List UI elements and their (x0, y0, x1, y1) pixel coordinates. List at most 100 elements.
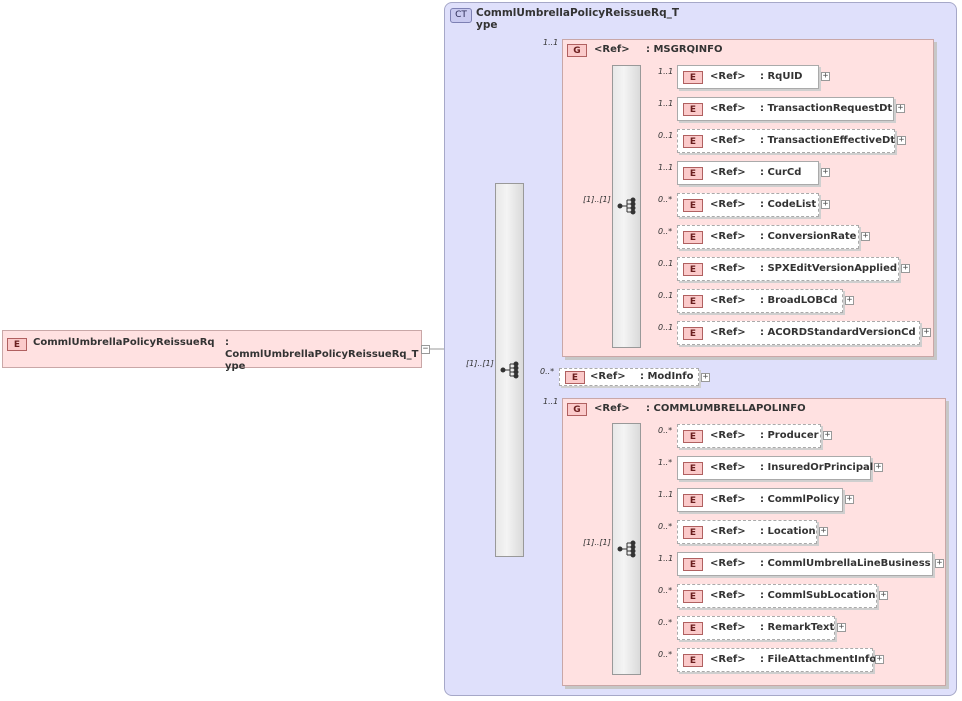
element-commlpolicy[interactable]: E <Ref> : CommlPolicy (677, 488, 843, 512)
element-broadlobcd[interactable]: E <Ref> : BroadLOBCd (677, 289, 843, 313)
complex-type-title: CommlUmbrellaPolicyReissueRq_T ype (476, 7, 680, 31)
element-badge: E (7, 338, 27, 351)
sequence-icon (617, 540, 636, 558)
element-curcd[interactable]: E <Ref> : CurCd (677, 161, 819, 185)
element-name: : SPXEditVersionApplied (760, 263, 898, 274)
element-badge: E (683, 71, 703, 84)
element-name: : TransactionEffectiveDt (760, 135, 896, 146)
element-name: : CommlPolicy (760, 494, 840, 505)
root-element-type: : CommlUmbrellaPolicyReissueRq_T ype (225, 337, 419, 372)
element-modinfo[interactable]: E <Ref> : ModInfo (559, 368, 699, 386)
element-ref: <Ref> (710, 263, 746, 274)
expand-icon[interactable]: + (922, 327, 931, 337)
element-ref: <Ref> (710, 135, 746, 146)
element-badge: E (683, 430, 703, 443)
element-cardinality: 1..* (658, 458, 673, 467)
expand-icon[interactable]: + (837, 622, 846, 632)
element-cardinality: 1..1 (658, 490, 674, 499)
element-badge: E (683, 167, 703, 180)
element-name: : RqUID (760, 71, 803, 82)
expand-icon[interactable]: + (861, 231, 870, 241)
element-ref: <Ref> (710, 231, 746, 242)
group-badge: G (567, 44, 587, 57)
expand-icon[interactable]: + (875, 654, 884, 664)
element-cardinality: 0..* (658, 227, 673, 236)
element-name: : BroadLOBCd (760, 295, 838, 306)
expand-icon[interactable]: + (845, 494, 854, 504)
element-name: : RemarkText (760, 622, 835, 633)
expand-icon[interactable]: + (701, 372, 710, 382)
element-cardinality: 0..* (658, 618, 673, 627)
element-name: : CodeList (760, 199, 817, 210)
element-rquid[interactable]: E <Ref> : RqUID (677, 65, 819, 89)
element-ref: <Ref> (710, 622, 746, 633)
element-cardinality: 0..* (658, 586, 673, 595)
modinfo-cardinality: 0..* (540, 367, 555, 376)
element-badge: E (683, 263, 703, 276)
element-name: : Producer (760, 430, 819, 441)
element-producer[interactable]: E <Ref> : Producer (677, 424, 821, 448)
group-sequence-cardinality: [1]..[1] (583, 538, 611, 547)
element-ref: <Ref> (710, 494, 746, 505)
element-remarktext[interactable]: E <Ref> : RemarkText (677, 616, 835, 640)
group-name: : COMMLUMBRELLAPOLINFO (646, 403, 806, 414)
element-ref: <Ref> (710, 327, 746, 338)
element-commlumbrellalinebusiness[interactable]: E <Ref> : CommlUmbrellaLineBusiness (677, 552, 933, 576)
element-insuredorprincipal[interactable]: E <Ref> : InsuredOrPrincipal (677, 456, 873, 480)
collapse-icon[interactable]: − (421, 344, 430, 354)
expand-icon[interactable]: + (874, 462, 883, 472)
element-name: : ACORDStandardVersionCd (760, 327, 916, 338)
element-fileattachmentinfo[interactable]: E <Ref> : FileAttachmentInfo (677, 648, 876, 672)
element-name: : CommlSubLocation (760, 590, 876, 601)
sequence-icon (500, 361, 519, 379)
element-ref: <Ref> (710, 654, 746, 665)
complex-type-badge: CT (450, 8, 472, 23)
element-codelist[interactable]: E <Ref> : CodeList (677, 193, 819, 217)
expand-icon[interactable]: + (935, 558, 944, 568)
element-name: : CommlUmbrellaLineBusiness (760, 558, 931, 569)
element-badge: E (683, 494, 703, 507)
expand-icon[interactable]: + (823, 430, 832, 440)
element-badge: E (565, 371, 585, 384)
element-ref: <Ref> (710, 167, 746, 178)
element-acordstandardversioncd[interactable]: E <Ref> : ACORDStandardVersionCd (677, 321, 920, 345)
element-ref: <Ref> (710, 199, 746, 210)
expand-icon[interactable]: + (821, 167, 830, 177)
element-cardinality: 0..1 (658, 259, 674, 268)
element-cardinality: 0..* (658, 195, 673, 204)
element-cardinality: 1..1 (658, 99, 674, 108)
element-location[interactable]: E <Ref> : Location (677, 520, 817, 544)
root-element[interactable]: E CommlUmbrellaPolicyReissueRq : CommlUm… (2, 330, 422, 372)
element-badge: E (683, 135, 703, 148)
element-transactionrequestdt[interactable]: E <Ref> : TransactionRequestDt (677, 97, 894, 121)
expand-icon[interactable]: + (879, 590, 888, 600)
element-badge: E (683, 327, 703, 340)
element-cardinality: 0..1 (658, 291, 674, 300)
expand-icon[interactable]: + (896, 103, 905, 113)
element-ref: <Ref> (710, 71, 746, 82)
element-ref: <Ref> (590, 371, 626, 382)
element-cardinality: 1..1 (658, 67, 674, 76)
expand-icon[interactable]: + (819, 526, 828, 536)
element-ref: <Ref> (710, 430, 746, 441)
element-badge: E (683, 231, 703, 244)
element-badge: E (683, 295, 703, 308)
element-ref: <Ref> (710, 526, 746, 537)
expand-icon[interactable]: + (821, 71, 830, 81)
element-cardinality: 0..1 (658, 323, 674, 332)
element-spxeditversionapplied[interactable]: E <Ref> : SPXEditVersionApplied (677, 257, 899, 281)
expand-icon[interactable]: + (821, 199, 830, 209)
expand-icon[interactable]: + (901, 263, 910, 273)
expand-icon[interactable]: + (845, 295, 854, 305)
element-name: : ConversionRate (760, 231, 857, 242)
element-badge: E (683, 622, 703, 635)
element-commlsublocation[interactable]: E <Ref> : CommlSubLocation (677, 584, 877, 608)
element-conversionrate[interactable]: E <Ref> : ConversionRate (677, 225, 859, 249)
element-ref: <Ref> (710, 558, 746, 569)
element-transactioneffectivedt[interactable]: E <Ref> : TransactionEffectiveDt (677, 129, 895, 153)
expand-icon[interactable]: + (897, 135, 906, 145)
element-badge: E (683, 103, 703, 116)
element-badge: E (683, 199, 703, 212)
group-ref: <Ref> (594, 44, 630, 55)
outer-sequence-cardinality: [1]..[1] (466, 359, 494, 368)
